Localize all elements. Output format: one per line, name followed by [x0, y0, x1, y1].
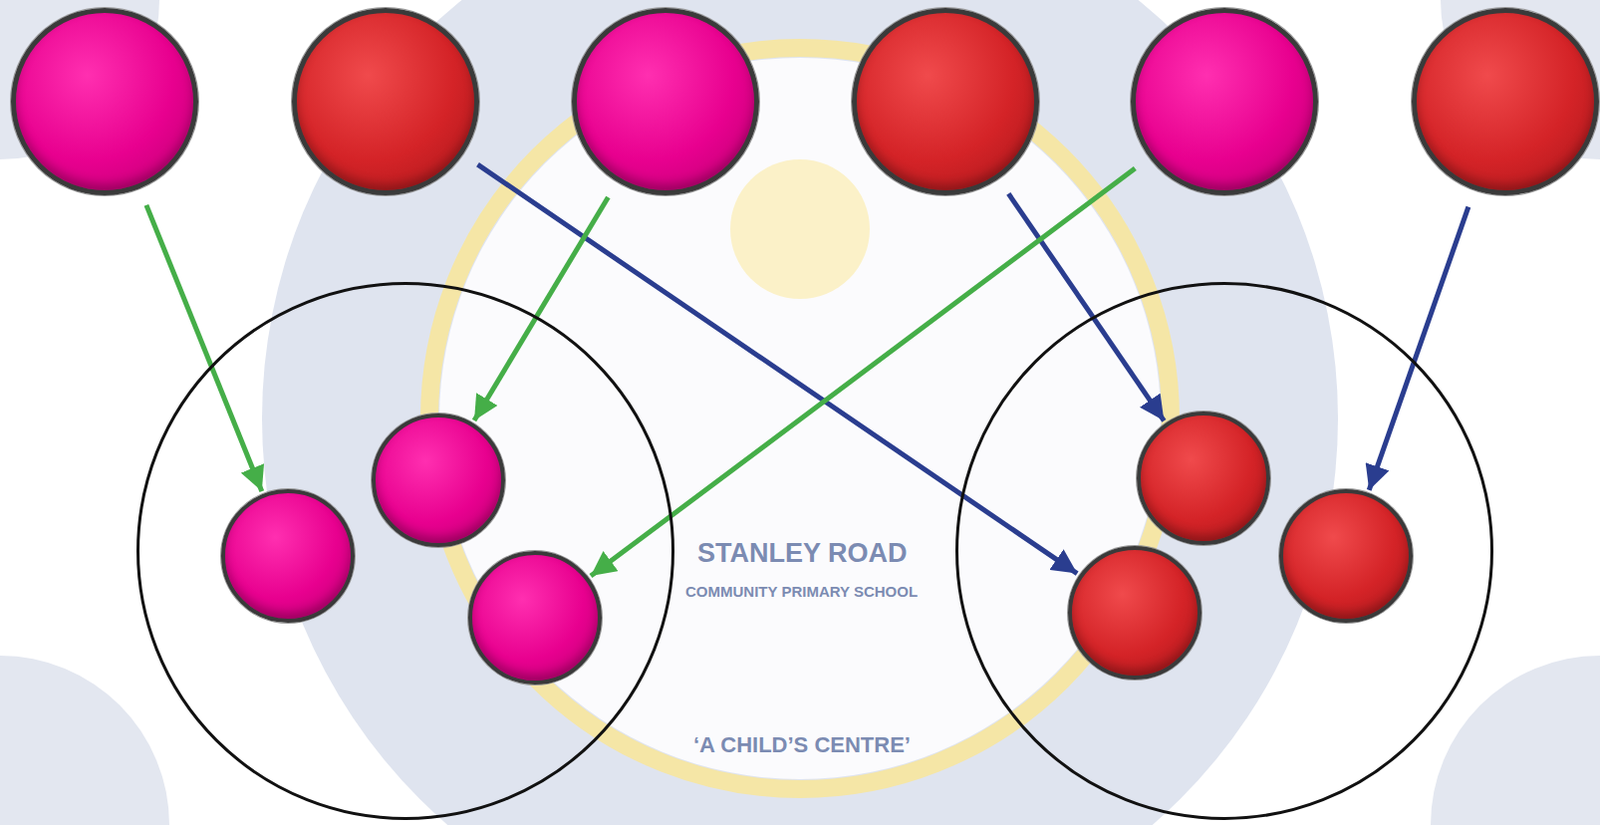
watermark-text: ‘A CHILD’S CENTRE’ [693, 732, 911, 759]
sorting-arrow [590, 168, 1135, 576]
red-counter [1411, 7, 1600, 196]
pink-counter [221, 489, 355, 623]
sorting-arrow [1008, 193, 1164, 421]
corner-logo [0, 655, 170, 825]
red-counter [851, 7, 1040, 196]
sorting-arrow [478, 164, 1078, 573]
watermark-text: COMMUNITY PRIMARY SCHOOL [685, 582, 918, 600]
red-counter [291, 7, 480, 196]
pink-counter [468, 550, 602, 685]
sorting-arrow [146, 205, 263, 492]
pink-counter [571, 7, 760, 196]
logo-outer-disk [262, 0, 1338, 825]
corner-logo [1430, 655, 1600, 825]
sorting-set-circle [136, 281, 675, 820]
pink-counter [10, 7, 199, 196]
red-counter [1067, 545, 1202, 680]
pink-counter [371, 413, 506, 547]
logo-ring [429, 47, 1171, 790]
sorting-set-circle [955, 281, 1494, 820]
logo-inner-disk [439, 57, 1161, 780]
watermark-text: STANLEY ROAD [697, 537, 908, 569]
pink-counter [1130, 7, 1319, 196]
sorting-arrow [474, 197, 608, 421]
logo-sun [730, 159, 870, 299]
sorting-arrow [1368, 207, 1469, 491]
red-counter [1279, 489, 1413, 623]
red-counter [1136, 411, 1271, 545]
